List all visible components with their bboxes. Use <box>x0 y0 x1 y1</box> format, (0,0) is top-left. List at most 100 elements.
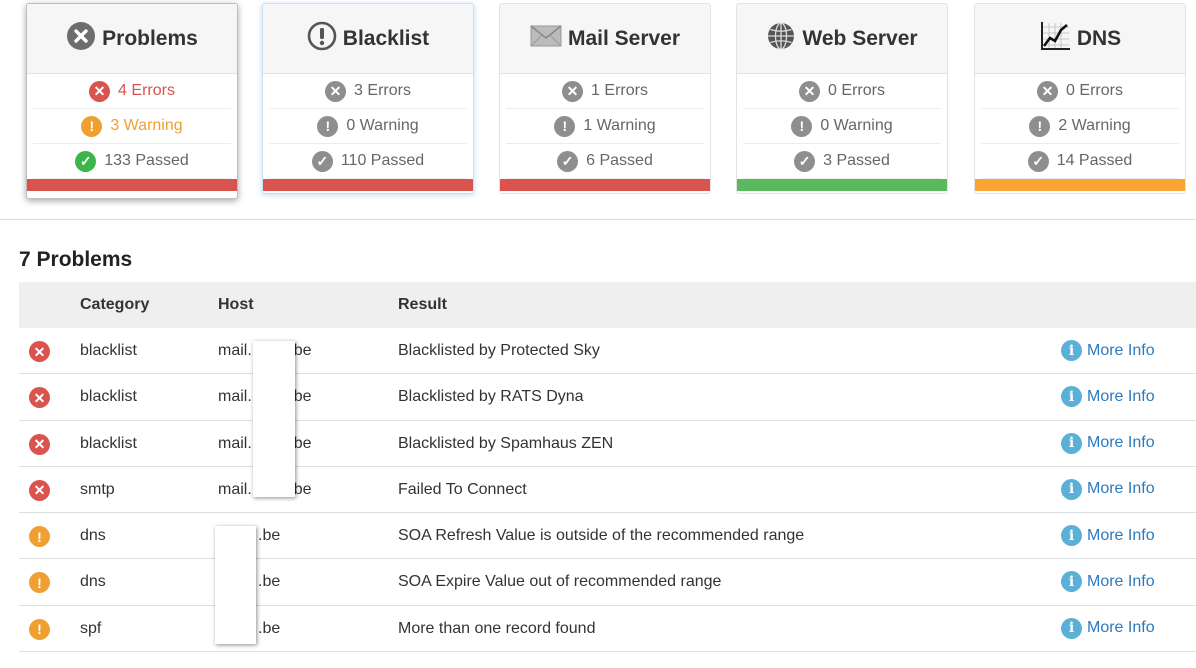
card-web-server[interactable]: Web Server ✕ 0 Errors ! 0 Warning ✓ 3 Pa… <box>736 3 948 194</box>
error-icon: ✕ <box>799 80 821 102</box>
stat-warnings-label: 0 Warning <box>346 117 419 134</box>
cell-category: blacklist <box>80 342 137 359</box>
card-title: Mail Server <box>567 26 681 50</box>
info-icon: i <box>1061 525 1082 547</box>
card-header: Web Server <box>737 4 947 74</box>
stat-warnings-label: 1 Warning <box>583 117 656 134</box>
card-status-bar <box>500 179 710 191</box>
info-icon: i <box>1061 432 1082 454</box>
more-info-label: More Info <box>1087 387 1155 405</box>
info-icon: i <box>1061 340 1082 361</box>
redaction-block <box>253 341 295 497</box>
card-status-bar <box>975 179 1185 191</box>
more-info-label: More Info <box>1087 526 1155 544</box>
host-suffix: .be <box>258 527 281 545</box>
card-title: Web Server <box>802 26 918 50</box>
card-blacklist[interactable]: Blacklist ✕ 3 Errors ! 0 Warning ✓ 110 P… <box>262 3 474 194</box>
card-header: Blacklist <box>263 4 473 74</box>
more-info-label: More Info <box>1087 434 1155 452</box>
cell-result: Blacklisted by Protected Sky <box>398 342 600 359</box>
stat-passed-label: 3 Passed <box>823 152 890 169</box>
stat-passed: ✓ 110 Passed <box>269 144 467 179</box>
chart-icon <box>1039 21 1071 56</box>
card-header: Problems <box>27 4 237 74</box>
stat-warnings-label: 2 Warning <box>1058 117 1131 134</box>
host-prefix: mail. <box>218 342 252 359</box>
stat-passed-label: 6 Passed <box>586 152 653 169</box>
card-status-bar <box>263 179 473 191</box>
card-title: DNS <box>1076 26 1122 50</box>
table-row: ! dns .be SOA Refresh Value is outside of t… <box>19 513 1196 560</box>
header-result[interactable]: Result <box>398 296 447 313</box>
problems-title: 7 Problems <box>19 248 133 271</box>
cell-host: mail.be <box>218 388 312 406</box>
stat-passed-label: 14 Passed <box>1056 152 1133 169</box>
error-icon: ✕ <box>325 80 347 102</box>
error-icon: ✕ <box>1037 80 1059 102</box>
host-suffix: be <box>293 434 312 452</box>
card-mail-server[interactable]: Mail Server ✕ 1 Errors ! 1 Warning ✓ 6 P… <box>499 3 711 194</box>
more-info-link[interactable]: i More Info <box>1061 525 1155 547</box>
stat-passed-label: 133 Passed <box>104 152 189 169</box>
card-title: Blacklist <box>342 26 430 50</box>
cell-category: dns <box>80 573 106 591</box>
more-info-link[interactable]: i More Info <box>1061 571 1155 593</box>
error-icon: ✕ <box>29 479 50 501</box>
card-problems[interactable]: Problems ✕ 4 Errors ! 3 Warning ✓ 133 Pa… <box>26 3 238 199</box>
warning-icon: ! <box>554 115 576 137</box>
card-dns[interactable]: DNS ✕ 0 Errors ! 2 Warning ✓ 14 Passed <box>974 3 1186 194</box>
stat-errors-label: 1 Errors <box>591 82 648 99</box>
more-info-link[interactable]: i More Info <box>1061 432 1155 454</box>
cell-category: spf <box>80 619 102 637</box>
cell-host: mail.be <box>218 342 312 360</box>
cell-category: blacklist <box>80 434 137 452</box>
stat-passed: ✓ 6 Passed <box>506 144 704 179</box>
warning-icon: ! <box>29 618 50 640</box>
info-icon: i <box>1061 571 1082 593</box>
check-icon: ✓ <box>1027 150 1049 172</box>
host-prefix: mail. <box>218 480 252 498</box>
error-icon: ✕ <box>29 341 50 362</box>
cell-category: smtp <box>80 480 115 498</box>
stat-passed: ✓ 133 Passed <box>33 144 231 179</box>
section-divider <box>0 219 1196 220</box>
card-status-bar <box>737 179 947 191</box>
stat-warnings: ! 0 Warning <box>743 109 941 144</box>
more-info-label: More Info <box>1087 572 1155 590</box>
cell-host: mail.be <box>218 481 312 499</box>
stat-errors: ✕ 1 Errors <box>506 74 704 109</box>
cell-category: dns <box>80 527 106 545</box>
stat-passed: ✓ 14 Passed <box>981 144 1179 179</box>
card-status-bar <box>27 179 237 191</box>
stat-errors-label: 0 Errors <box>1066 82 1123 99</box>
header-category[interactable]: Category <box>80 296 150 313</box>
cell-result: SOA Refresh Value is outside of the reco… <box>398 527 805 545</box>
table-body: ✕ blacklist mail. be Blacklisted by Protecte… <box>19 328 1196 653</box>
x-circle-icon <box>66 21 96 56</box>
host-prefix: mail. <box>218 434 252 452</box>
stat-errors: ✕ 0 Errors <box>743 74 941 109</box>
more-info-label: More Info <box>1087 619 1155 637</box>
summary-cards: Problems ✕ 4 Errors ! 3 Warning ✓ 133 Pa… <box>0 0 1196 220</box>
stat-warnings: ! 0 Warning <box>269 109 467 144</box>
warning-icon: ! <box>29 572 50 594</box>
error-icon: ✕ <box>562 80 584 102</box>
cell-result: Failed To Connect <box>398 480 527 498</box>
header-host[interactable]: Host <box>218 296 254 313</box>
check-icon: ✓ <box>557 150 579 172</box>
table-header: Category Host Result <box>19 282 1196 328</box>
cell-host: mail. be <box>218 435 312 453</box>
redaction-block <box>215 526 256 644</box>
stat-errors-label: 3 Errors <box>354 82 411 99</box>
stat-errors-label: 0 Errors <box>828 82 885 99</box>
warning-icon: ! <box>29 526 50 548</box>
check-icon: ✓ <box>794 150 816 172</box>
